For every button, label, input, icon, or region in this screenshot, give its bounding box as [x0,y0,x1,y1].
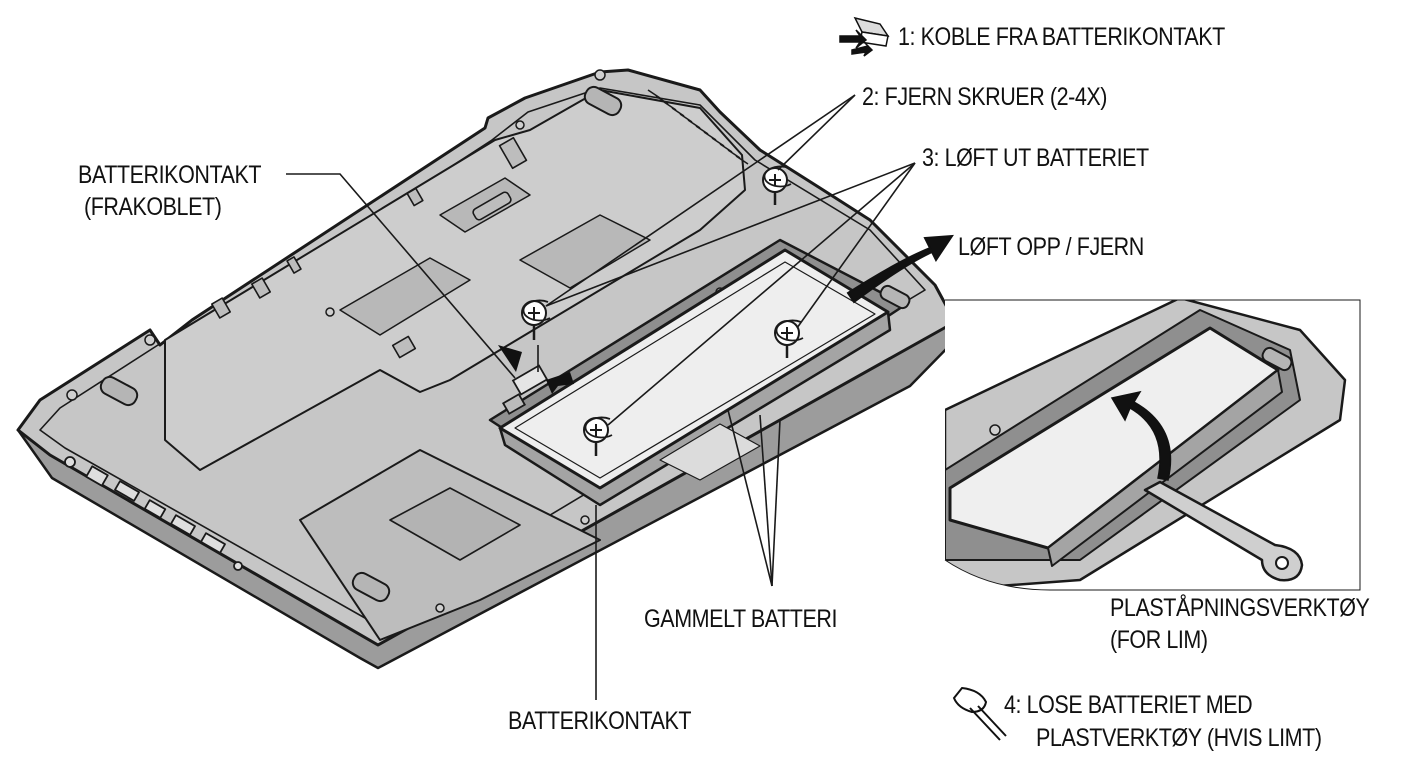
push-arrow-icon [498,345,574,394]
plastic-tool-icon [952,686,1007,741]
screw [521,300,547,340]
screw [583,417,609,456]
step-2-label: 2: FJERN SKRUER (2-4X) [862,83,1108,111]
pry-arrow-icon [1110,390,1172,481]
step-4-sub-label: PLASTVERKTØY (HVIS LIMT) [1036,724,1322,752]
screw [774,320,800,358]
rotation-arrow-icon [522,165,804,439]
connector-label: BATTERIKONTAKT [508,707,692,735]
connector-icon [839,16,890,57]
lift-out-arrow-icon [846,234,954,304]
step-4-label: 4: LOSE BATTERIET MED [1004,691,1253,719]
inset-detail [945,300,1360,590]
connector-disconnected-label: BATTERIKONTAKT [78,161,262,189]
battery-connector [501,364,549,415]
tool-sub-label: (FOR LIM) [1110,626,1208,654]
connector-disconnected-sub-label: (FRAKOBLET) [84,193,222,221]
step-3-label: 3: LØFT UT BATTERIET [922,144,1149,172]
lift-out-label: LØFT OPP / FJERN [958,233,1144,261]
step-1-label: 1: KOBLE FRA BATTERIKONTAKT [898,23,1225,51]
plastic-opening-tool [1143,480,1304,582]
leader-lines [286,94,916,700]
inset-frame [944,299,1361,591]
tool-label: PLASTÅPNINGSVERKTØY [1110,594,1370,622]
old-battery-label: GAMMELT BATTERI [644,605,838,633]
